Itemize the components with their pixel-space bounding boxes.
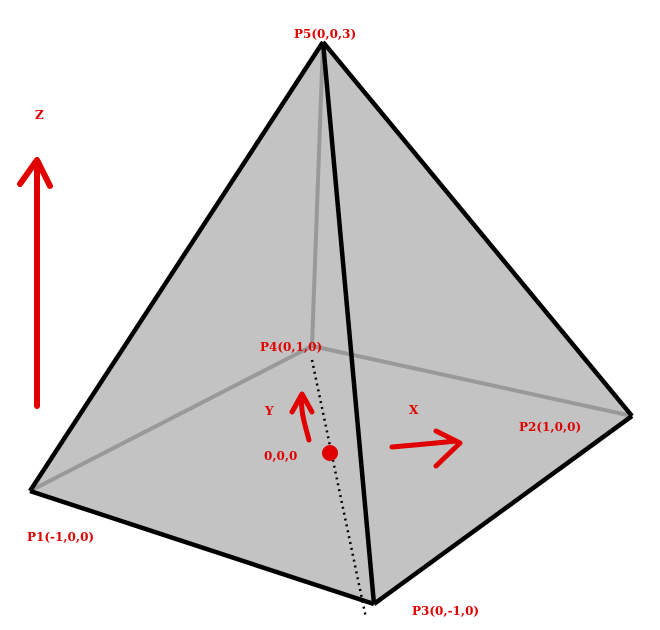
label-p2: P2(1,0,0) xyxy=(519,420,581,434)
label-p4: P4(0,1,0) xyxy=(260,340,322,354)
label-p5: P5(0,0,3) xyxy=(294,27,356,41)
edge-p4-p2 xyxy=(311,344,633,418)
x-arrowhead xyxy=(433,428,463,469)
hidden-edges xyxy=(29,41,633,493)
label-axis-x: X xyxy=(409,403,419,417)
axis-line-dotted xyxy=(310,359,368,619)
visible-edges xyxy=(28,40,634,607)
edge-p4-p1 xyxy=(29,344,313,493)
z-arrowhead xyxy=(17,157,53,189)
pyramid-body xyxy=(30,42,632,604)
origin-dot xyxy=(322,445,338,461)
label-p3: P3(0,-1,0) xyxy=(412,604,479,618)
edge-p5-p3 xyxy=(320,41,377,605)
label-axis-y: Y xyxy=(264,404,274,418)
edge-p3-p2 xyxy=(372,414,634,606)
edge-p5-p2 xyxy=(321,40,634,418)
x-arrow xyxy=(389,438,459,450)
edge-p1-p3 xyxy=(29,488,375,607)
annotations xyxy=(17,157,463,469)
edge-p5-p1 xyxy=(28,40,325,493)
label-axis-z: Z xyxy=(35,108,44,122)
label-p1: P1(-1,0,0) xyxy=(27,530,94,544)
y-arrowhead xyxy=(289,391,315,415)
label-origin: 0,0,0 xyxy=(264,449,297,463)
edge-p5-p4 xyxy=(310,41,325,347)
